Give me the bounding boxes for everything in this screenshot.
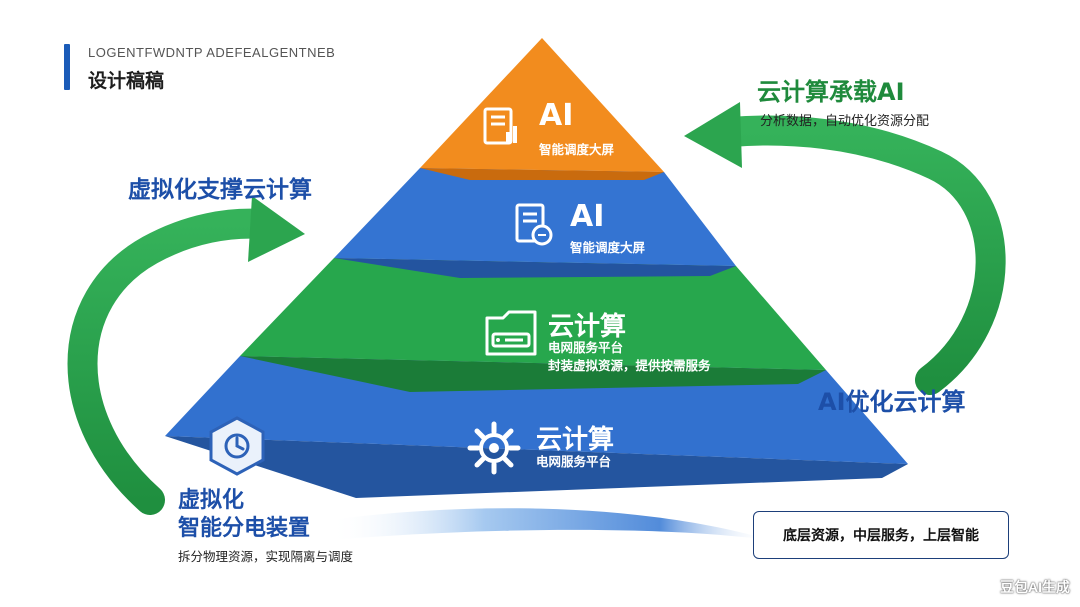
gear-icon (466, 420, 522, 480)
right-mid-label: AI优化云计算 (818, 388, 966, 416)
bottom-swoosh (330, 508, 770, 540)
top-right-title: 云计算承载AI (757, 78, 905, 106)
bottom-left-desc: 拆分物理资源，实现隔离与调度 (178, 549, 354, 564)
server-card-icon (483, 308, 539, 362)
tier-3-title: 云计算 (548, 312, 627, 342)
document-icon (514, 202, 554, 252)
header-subtitle: LOGENTFWDNTP ADEFEALGENTNEB (88, 45, 336, 60)
tier-2-title: AI (570, 199, 605, 234)
tier-3-subtitle: 电网服务平台 (548, 340, 624, 355)
tier-2-front (334, 258, 736, 278)
header-title: 设计稿稿 (88, 70, 165, 92)
left-cycle-arrow (67, 208, 277, 515)
left-arrow-label: 虚拟化支撑云计算 (128, 177, 312, 203)
watermark: 豆包AI生成 (1000, 579, 1070, 595)
tier-4-title: 云计算 (536, 425, 615, 455)
footer-summary-text: 底层资源，中层服务，上层智能 (783, 528, 979, 544)
tier-3-face (240, 258, 826, 370)
left-cycle-arrowhead (248, 196, 305, 262)
tier-4-subtitle: 电网服务平台 (536, 454, 612, 469)
tier-1-face (420, 38, 664, 172)
tier-1-front (420, 168, 664, 180)
bottom-left-title-1: 虚拟化 (178, 488, 245, 513)
tier-1-subtitle: 智能调度大屏 (539, 142, 615, 157)
right-cycle-arrowhead (684, 102, 742, 168)
header-accent-bar (64, 44, 70, 90)
right-cycle-arrow (715, 115, 1006, 395)
tier-1-title: AI (539, 98, 574, 133)
tier-2-face (334, 168, 736, 266)
tier-3-front (240, 356, 826, 392)
tier-4-front (165, 436, 908, 498)
top-right-desc: 分析数据，自动优化资源分配 (760, 114, 930, 129)
tier-2-subtitle: 智能调度大屏 (570, 240, 646, 255)
report-chart-icon (482, 106, 522, 150)
tier-3-subtitle-2: 封装虚拟资源，提供按需服务 (548, 358, 711, 373)
bottom-left-title-2: 智能分电装置 (178, 516, 311, 541)
footer-summary-box: 底层资源，中层服务，上层智能 (753, 511, 1009, 559)
virtualization-device-icon (209, 416, 265, 476)
